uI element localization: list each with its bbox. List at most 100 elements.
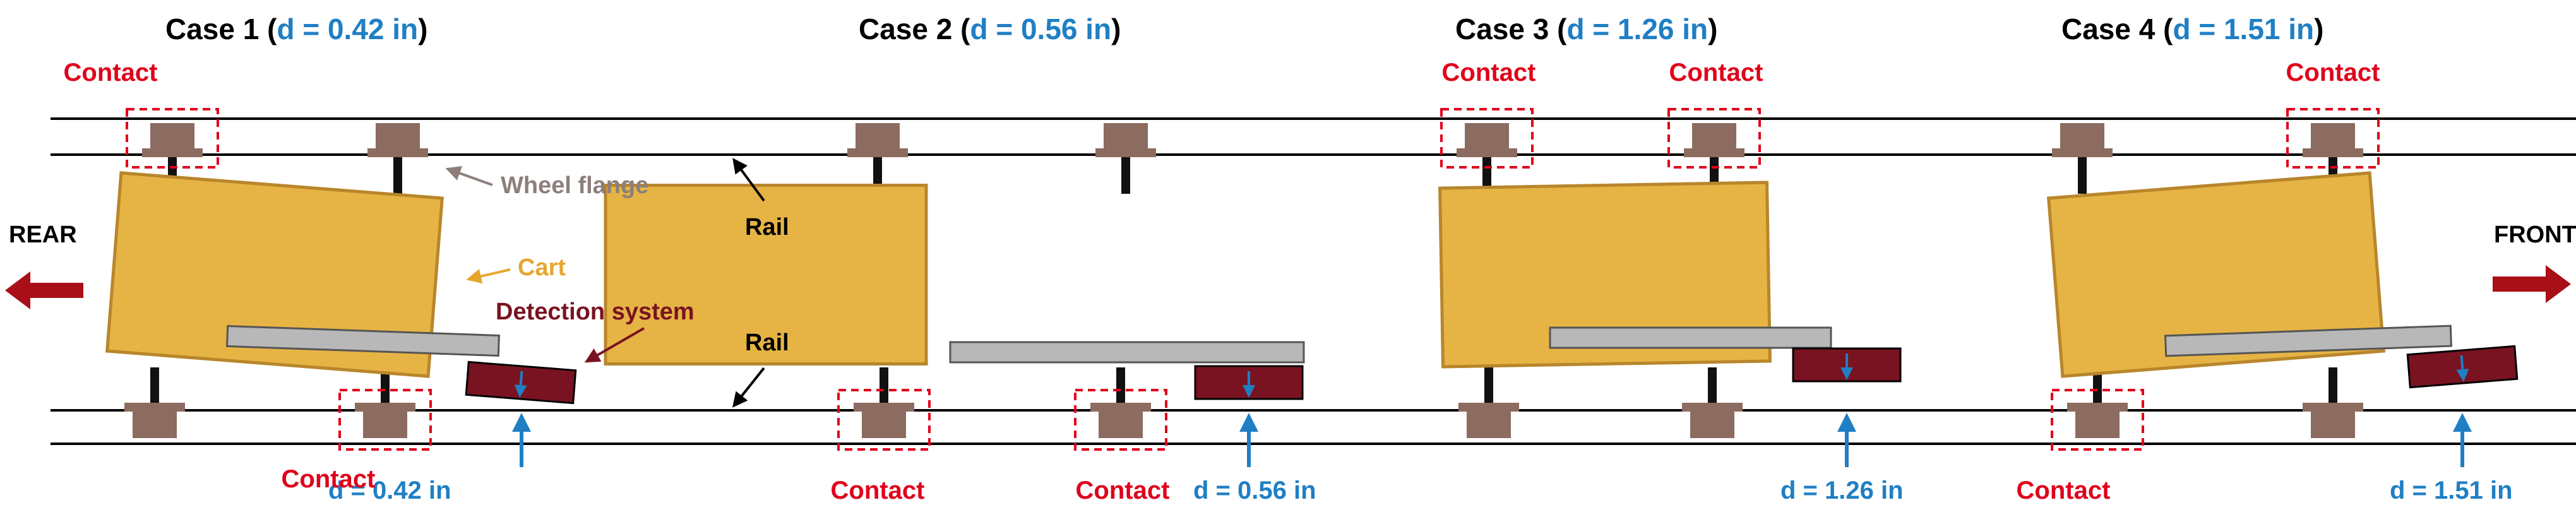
case-title-distance: d = 1.26 in: [1566, 13, 1708, 45]
rail-label-lower: Rail: [745, 330, 789, 356]
detection-system: [1194, 365, 1304, 400]
wheel-flange: [124, 403, 185, 412]
wheel: [1692, 123, 1736, 151]
axle: [2093, 367, 2102, 405]
axle: [2078, 156, 2087, 194]
detection-system: [2406, 345, 2519, 389]
case-title-distance: d = 0.42 in: [277, 13, 418, 45]
cases-layer: Case 1 (d = 0.42 in)d = 0.42 inContactCo…: [64, 13, 2519, 504]
case-title: Case 4 (d = 1.51 in): [2061, 13, 2323, 45]
wheels: [2051, 108, 2380, 451]
wheel: [1690, 410, 1734, 438]
detection-system-label: Detection system: [496, 299, 695, 325]
contact-label: Contact: [1442, 59, 1536, 86]
lower-wheel-1: [837, 367, 931, 451]
distance-label: d = 0.42 in: [328, 477, 451, 504]
contact-box: [1440, 108, 1534, 169]
wheel: [1099, 410, 1143, 438]
detection-system: [465, 360, 577, 405]
contact-label: Contact: [2017, 477, 2111, 504]
wheel-flange-label: Wheel flange: [501, 172, 648, 199]
upper-wheel-1: [847, 123, 908, 194]
wheel: [856, 123, 900, 151]
front-indicator: FRONT: [2493, 222, 2576, 303]
lower-rail: [51, 409, 2576, 445]
upper-wheel-2: [2286, 108, 2380, 194]
contact-box: [837, 389, 931, 451]
axle: [880, 367, 888, 405]
wheel: [150, 123, 194, 151]
case-title: Case 2 (d = 0.56 in): [859, 13, 1121, 45]
contact-box: [126, 108, 219, 169]
lower-wheel-1: [1458, 367, 1519, 438]
cart-body: [604, 184, 928, 365]
wheel-flange: [1458, 403, 1519, 412]
case-title-suffix: ): [1708, 13, 1717, 45]
lower-wheel-1: [124, 367, 185, 438]
front-arrow-icon: [2493, 265, 2571, 303]
distance-label: d = 1.26 in: [1780, 477, 1904, 504]
wheel-flange: [854, 403, 914, 412]
wheel-flange: [2067, 403, 2128, 412]
internal-measure-arrow: [2456, 355, 2469, 382]
wheel: [2311, 410, 2355, 438]
upper-wheel-2: [367, 123, 428, 194]
wheel-flange-annotation: Wheel flange: [445, 166, 648, 199]
contact-box: [2051, 389, 2144, 451]
axle: [1484, 367, 1493, 405]
cart-body: [2046, 171, 2386, 378]
contact-box: [338, 389, 432, 451]
detection-system-annotation: Detection system: [496, 299, 695, 363]
front-label: FRONT: [2494, 222, 2576, 248]
axle: [150, 367, 159, 405]
cart-label: Cart: [518, 254, 566, 281]
wheel-flange: [2303, 403, 2363, 412]
wheel-flange: [355, 403, 415, 412]
contact-label: Contact: [1076, 477, 1170, 504]
case-1: Case 1 (d = 0.42 in)d = 0.42 inContactCo…: [64, 13, 577, 504]
contact-label: Contact: [831, 477, 925, 504]
lower-wheel-1: [2051, 367, 2144, 451]
wheel: [862, 410, 906, 438]
rear-label: REAR: [9, 222, 77, 248]
axle: [1116, 367, 1125, 405]
axle: [1121, 156, 1130, 194]
case-title-suffix: ): [418, 13, 427, 45]
upper-wheel-1: [1440, 108, 1534, 194]
case-title-prefix: Case 3 (: [1455, 13, 1567, 45]
upper-wheel-1: [2052, 123, 2113, 194]
distance-label: d = 0.56 in: [1193, 477, 1316, 504]
lower-wheel-2: [338, 367, 432, 451]
contact-box: [1074, 389, 1167, 451]
wheels: [1440, 108, 1761, 438]
cart-annotation: Cart: [466, 254, 566, 284]
rail-annotation-lower: Rail: [732, 330, 789, 408]
axle: [393, 156, 402, 194]
contact-box: [1667, 108, 1761, 169]
upper-wheel-2: [1095, 123, 1156, 194]
lower-wheel-2: [2303, 367, 2363, 438]
sensor-bar: [949, 341, 1305, 364]
axle: [2329, 367, 2337, 405]
axle: [1708, 367, 1717, 405]
wheel: [2075, 410, 2120, 438]
rail-label-upper: Rail: [745, 214, 789, 241]
case-title-distance: d = 1.51 in: [2173, 13, 2314, 45]
distance-label: d = 1.51 in: [2390, 477, 2513, 504]
cart-body: [105, 171, 444, 378]
lower-wheel-2: [1682, 367, 1743, 438]
wheel-flange: [1682, 403, 1743, 412]
case-title-suffix: ): [2314, 13, 2323, 45]
wheel: [1467, 410, 1511, 438]
wheel: [363, 410, 407, 438]
axle: [1482, 156, 1491, 194]
contact-box: [2286, 108, 2380, 169]
internal-measure-arrow: [514, 371, 527, 398]
rear-indicator: REAR: [5, 222, 83, 309]
case-title-distance: d = 0.56 in: [970, 13, 1111, 45]
case-title-prefix: Case 4 (: [2061, 13, 2173, 45]
sensor-bar: [1549, 326, 1832, 349]
case-title-prefix: Case 1 (: [165, 13, 277, 45]
rail-annotation-upper: Rail: [732, 158, 789, 241]
